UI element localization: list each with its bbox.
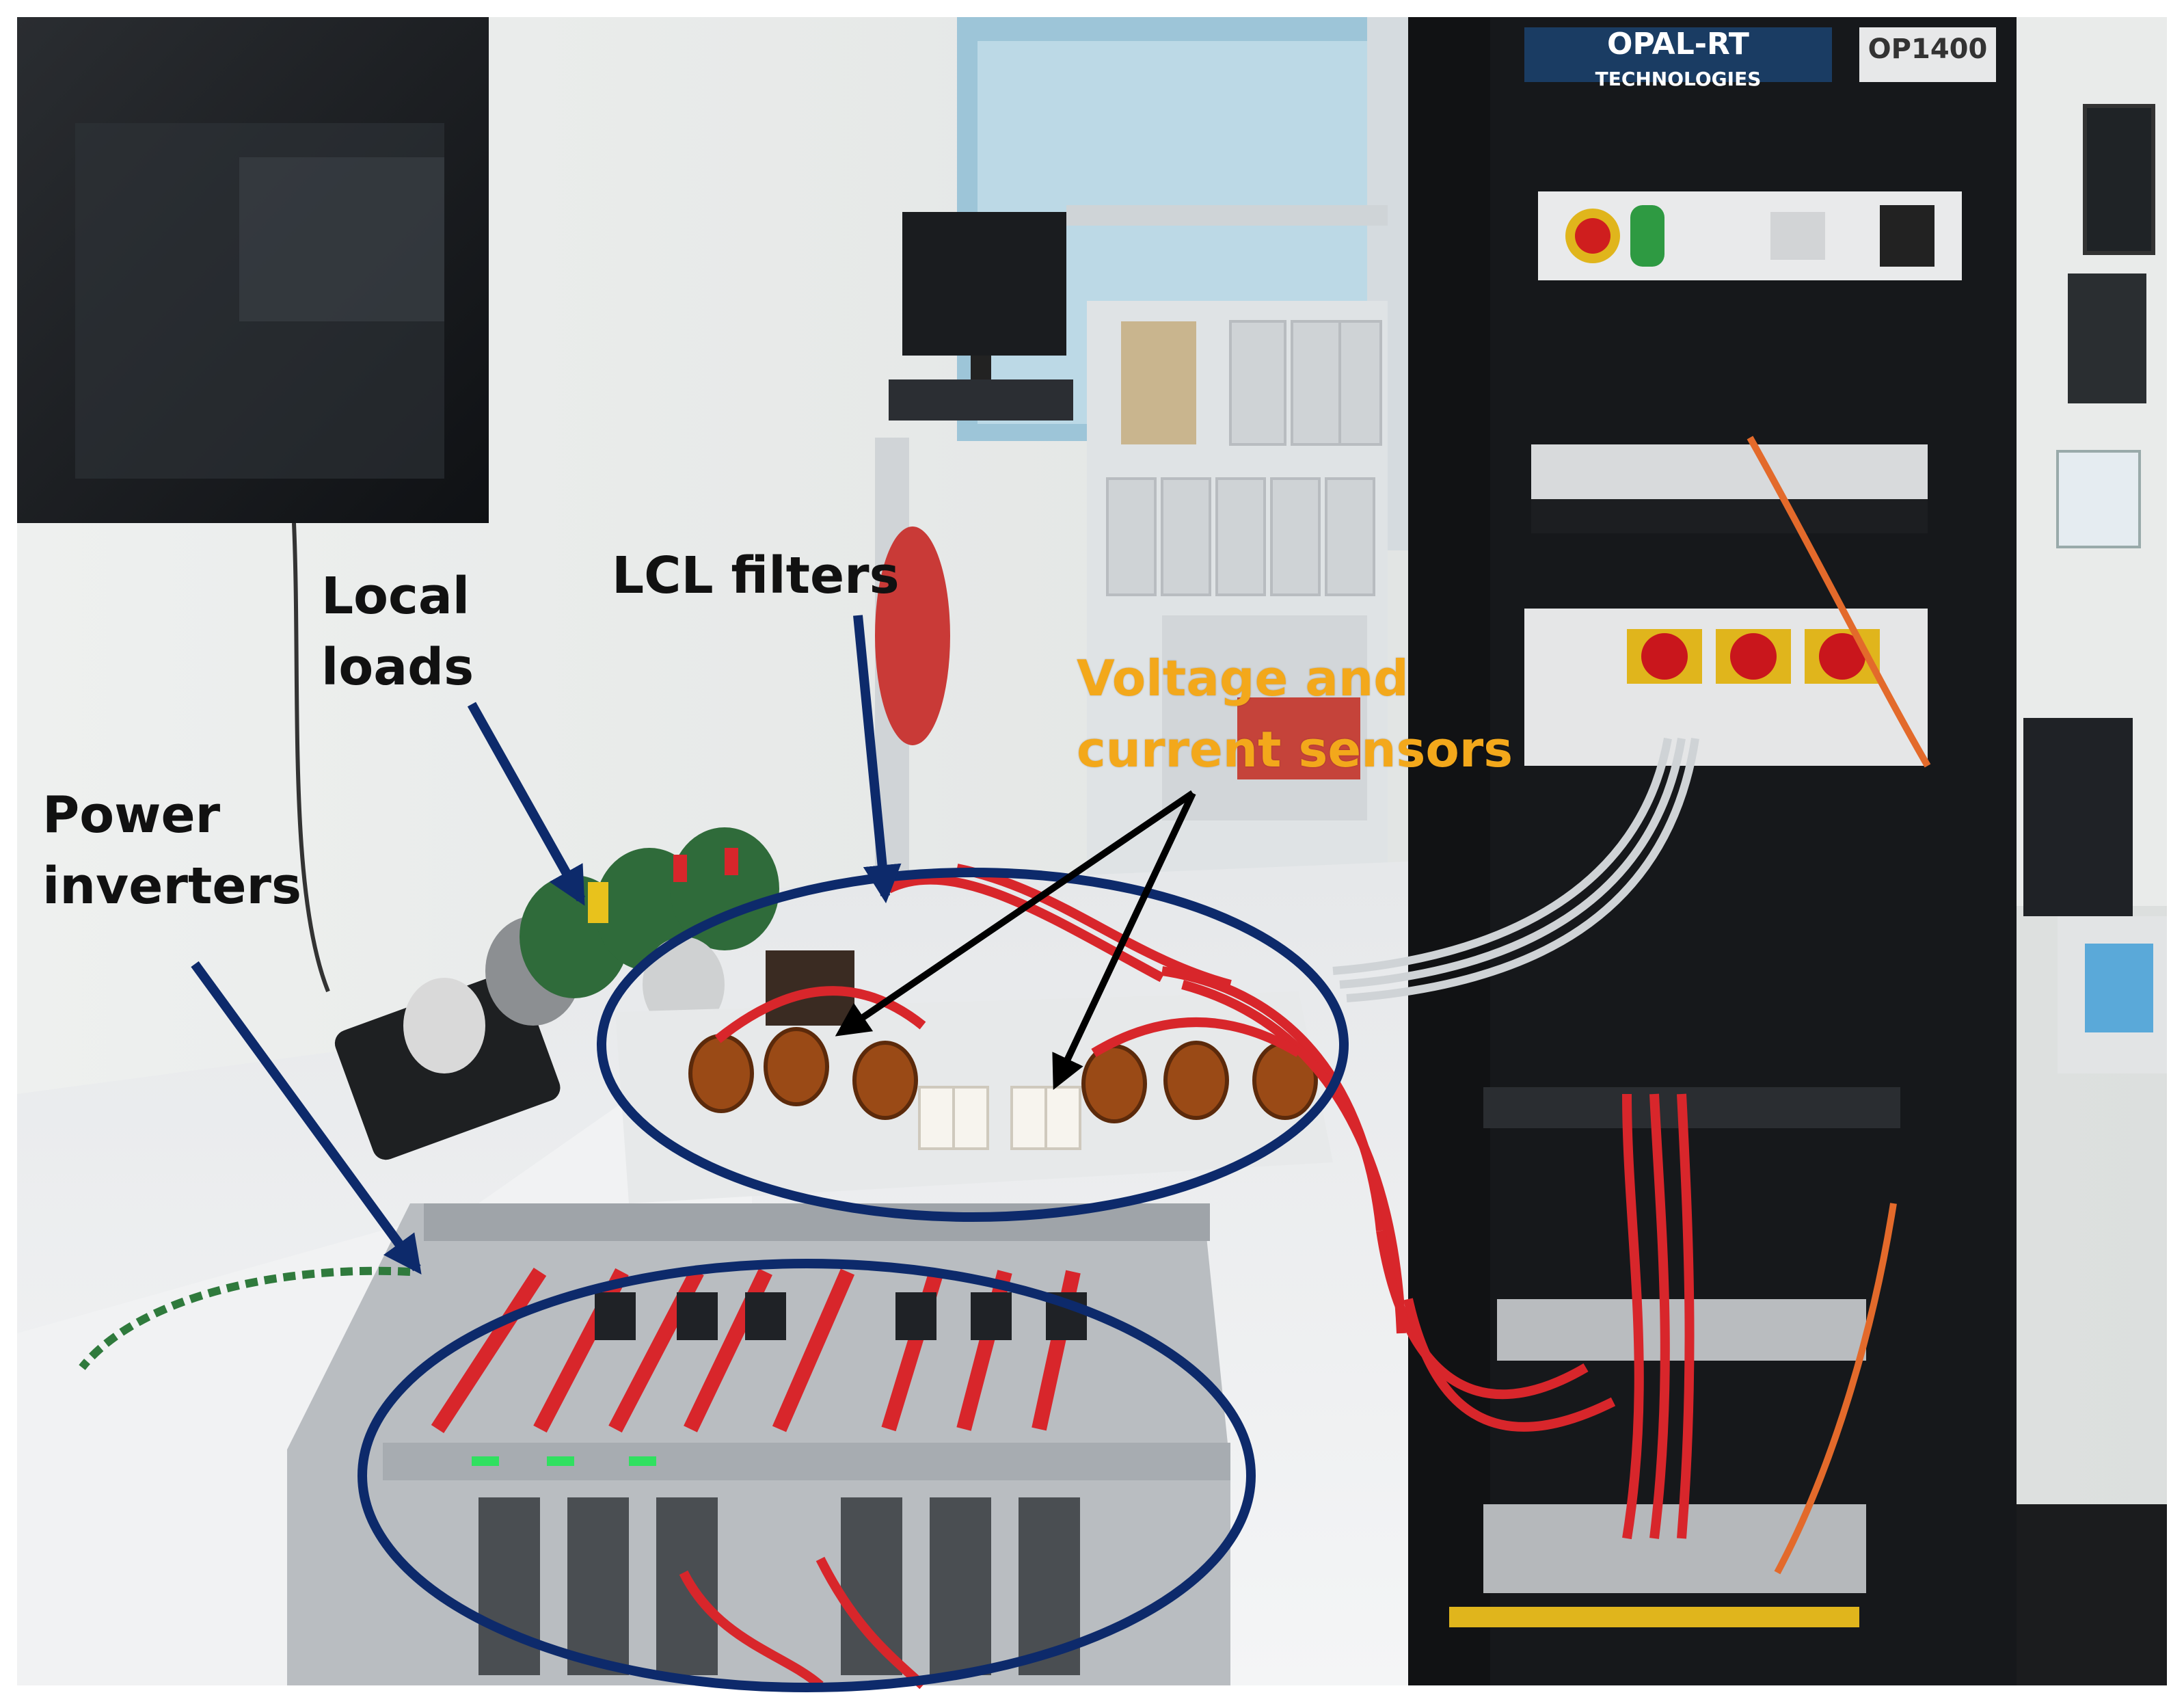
lcl-sensors-ellipse	[597, 868, 1349, 1222]
local-loads-equipment	[334, 827, 779, 1160]
rack-power-supply-2	[1483, 1504, 1866, 1593]
opal-rt-brand: OPAL-RT TECHNOLOGIES	[1524, 29, 1832, 92]
lcl-filters-arrow	[853, 615, 902, 904]
rack-simulator-unit	[1531, 444, 1928, 499]
red-cable-bundle	[679, 864, 1695, 1690]
right-chair	[2017, 1504, 2167, 1685]
opal-rt-logo-plate	[1524, 27, 1832, 82]
sensor-arrow-left	[835, 790, 1195, 1037]
rack-power-supply-1	[1497, 1299, 1866, 1361]
inverter-chassis	[287, 1203, 1230, 1685]
wall-frame-2	[2068, 273, 2146, 403]
rack-io-panel	[1483, 1087, 1900, 1128]
background-monitor	[902, 212, 1066, 356]
power-inverters-arrow	[191, 961, 422, 1275]
local-loads-arrow	[467, 702, 586, 906]
lcl-filter-board	[615, 950, 1333, 1203]
wall-poster	[2056, 450, 2141, 548]
opal-rt-brand-line1: OPAL-RT	[1607, 27, 1749, 62]
inverters-ellipse	[358, 1259, 1256, 1692]
opal-rt-rack	[1408, 17, 2017, 1685]
wall-frame-1	[2083, 104, 2155, 255]
right-pc-tower	[2023, 718, 2133, 916]
voltage-current-sensors-label: Voltage and current sensors	[1077, 650, 1513, 778]
local-loads-label: Local loads	[321, 567, 474, 697]
power-inverters-label: Power inverters	[42, 786, 302, 916]
opal-rt-brand-line2: TECHNOLOGIES	[1595, 68, 1762, 90]
sensor-arrow-right	[1052, 791, 1196, 1091]
lcl-filters-label: LCL filters	[612, 546, 900, 605]
rack-model-label: OP1400	[1868, 34, 1988, 65]
background-red-object	[875, 526, 950, 745]
